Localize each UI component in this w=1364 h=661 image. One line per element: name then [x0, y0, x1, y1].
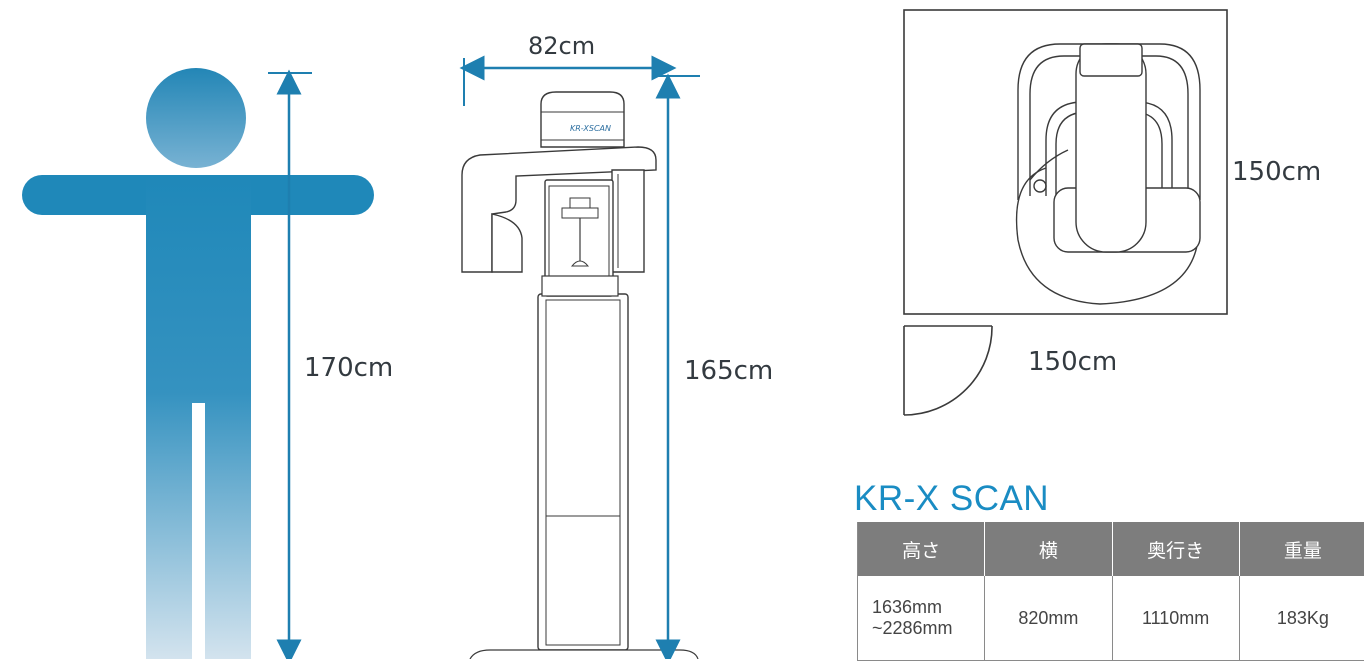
machine-height-dimension: 165cm: [652, 76, 773, 652]
spec-value-weight: 183Kg: [1239, 576, 1364, 661]
spec-value-row: 1636mm ~2286mm 820mm 1110mm 183Kg: [858, 576, 1364, 661]
spec-header-width: 横: [985, 522, 1112, 576]
spec-header-depth: 奥行き: [1112, 522, 1239, 576]
door-swing: [904, 326, 992, 415]
machine-logo: KR-XSCAN: [570, 124, 611, 133]
product-name: KR-X SCAN: [854, 480, 1049, 518]
floor-width-label: 150cm: [1028, 347, 1117, 377]
spec-table: 高さ 横 奥行き 重量 1636mm ~2286mm 820mm 1110mm …: [857, 522, 1364, 661]
floor-depth-label: 150cm: [1232, 157, 1321, 187]
machine-top-cap: [541, 92, 624, 147]
human-head: [146, 68, 246, 168]
spec-value-depth: 1110mm: [1112, 576, 1239, 661]
spec-height-max: ~2286mm: [872, 618, 953, 638]
human-height-dimension: 170cm: [268, 73, 393, 652]
spec-header-row: 高さ 横 奥行き 重量: [858, 522, 1364, 576]
machine-width-label: 82cm: [528, 32, 595, 60]
spec-height-min: 1636mm: [872, 597, 942, 617]
human-height-label: 170cm: [304, 353, 393, 383]
human-body: [146, 175, 251, 659]
spec-header-height: 高さ: [858, 522, 985, 576]
spec-value-height: 1636mm ~2286mm: [858, 576, 985, 661]
spec-header-weight: 重量: [1239, 522, 1364, 576]
spec-value-width: 820mm: [985, 576, 1112, 661]
machine-height-label: 165cm: [684, 356, 773, 386]
xray-machine: KR-XSCAN: [462, 92, 698, 659]
